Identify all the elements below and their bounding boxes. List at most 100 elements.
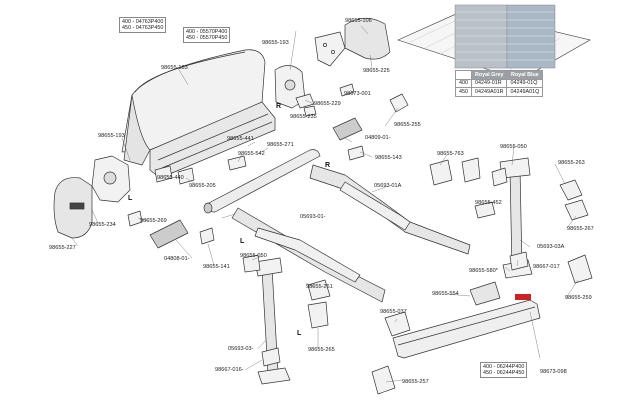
part-98655-143 — [347, 145, 365, 161]
table-row: 450 04249A01R 04249A01Q — [455, 87, 544, 97]
bracket-screw-2 — [331, 50, 335, 54]
part-98673-001 — [339, 83, 355, 97]
front-bar-groove — [397, 306, 536, 346]
table-row: 400 04249-01R 04249-01Q — [455, 78, 544, 88]
part-label: 98655-440 — [157, 175, 184, 181]
part-label: 98655-234 — [89, 222, 116, 228]
column-header: Royal Blue — [506, 70, 544, 80]
part-label: 98655-050 — [500, 144, 527, 150]
leader-lines — [71, 25, 579, 383]
right-top-cover — [344, 17, 391, 60]
roller-tube-end — [203, 202, 213, 214]
clip-98655-050b — [242, 254, 261, 273]
table-corner — [455, 70, 472, 80]
part-label: 98655-257 — [402, 379, 429, 385]
left-end-cover-logo — [69, 202, 85, 210]
swatch-stripes — [456, 11, 554, 61]
size-box-center: 400 - 05570P400 450 - 05570P450 — [183, 27, 231, 44]
table-cell-size: 400 — [455, 78, 472, 88]
clip-98655-554 — [469, 281, 501, 306]
clip-98655-257 — [371, 365, 396, 395]
part-label: 98655-106 — [345, 18, 372, 24]
front-cover-lip — [123, 94, 151, 166]
front-cover-housing — [121, 49, 266, 153]
size-line: 450 - 04763P450 — [122, 25, 164, 32]
front-cover-top-edge — [134, 51, 246, 93]
clip-98655-259 — [567, 254, 593, 284]
part-label: 98655-271 — [267, 142, 294, 148]
side-marker-right: R — [325, 162, 331, 169]
clip-98655-037 — [384, 311, 411, 337]
part-label: 98655-542 — [238, 151, 265, 157]
part-label: 98655-229 — [314, 101, 341, 107]
column-header: Royal Grey — [470, 70, 508, 80]
part-98655-141 — [199, 227, 215, 245]
clip-98655-265 — [307, 301, 329, 329]
part-label: 98655-452 — [475, 200, 502, 206]
part-label: 98655-227 — [49, 245, 76, 251]
part-label: 05693-01- — [300, 214, 326, 220]
part-label: 98655-263 — [558, 160, 585, 166]
size-line: 450 - 05570P450 — [186, 35, 228, 42]
table-cell: 04249-01Q — [506, 78, 544, 88]
part-label: 98667-016- — [215, 367, 244, 373]
part-label: 98655-143 — [375, 155, 402, 161]
part-label: 98667-017 — [533, 264, 560, 270]
clip-98655-050a — [491, 167, 508, 187]
left-arm-lower — [254, 227, 361, 283]
front-bar — [392, 299, 541, 359]
side-marker-right: R — [276, 103, 282, 110]
left-leg-head — [254, 257, 283, 277]
part-label: 98655-193 — [98, 133, 125, 139]
swatch-royal-grey — [454, 4, 508, 69]
swatch-royal-blue — [506, 4, 556, 69]
part-label: 98655-205 — [189, 183, 216, 189]
part-label: 98655-261 — [306, 284, 333, 290]
part-label: 98655-265 — [308, 347, 335, 353]
part-label: 98655-255 — [394, 122, 421, 128]
part-98667-017 — [509, 251, 529, 271]
part-label: 98655-183 — [161, 65, 188, 71]
part-label: 05693-01A — [374, 183, 402, 189]
part-label: 98655-554 — [432, 291, 459, 297]
part-label: 04808-01- — [164, 256, 190, 262]
bracket-screw-1 — [323, 43, 327, 47]
part-label: 98673-001 — [344, 91, 371, 97]
part-98655-205 — [177, 167, 195, 185]
right-top-bracket — [314, 31, 346, 67]
clip-98655-763b — [461, 157, 481, 183]
part-label: 05693-03- — [228, 346, 254, 352]
size-line: 400 - 04763P400 — [122, 19, 164, 25]
right-end-cap-hole — [284, 79, 296, 91]
part-label: 98673-098 — [540, 369, 567, 375]
part-label: 05693-03A — [537, 244, 565, 250]
size-box-bottom: 400 - 06244P400 450 - 06244P450 — [480, 362, 528, 379]
side-marker-left: L — [297, 330, 302, 337]
part-label: 98655-441 — [227, 136, 254, 142]
clip-98655-263 — [559, 179, 583, 201]
spring-cylinder-left — [149, 219, 189, 249]
table-cell: 04249-01R — [470, 78, 508, 88]
right-arm-lower — [339, 181, 411, 231]
part-label: 98655-225 — [363, 68, 390, 74]
clip-98655-267 — [564, 199, 589, 221]
fabric-part-table: Royal Grey Royal Blue 400 04249-01R 0424… — [455, 70, 544, 97]
part-label: 04809-01- — [365, 135, 391, 141]
size-line: 400 - 06244P400 — [483, 364, 525, 370]
inner-profile — [149, 101, 276, 179]
brand-logo — [515, 294, 531, 300]
part-label: 98655-141 — [203, 264, 230, 270]
table-cell: 04249A01R — [470, 87, 508, 97]
part-label: 98655-050 — [240, 253, 267, 259]
table-cell-size: 450 — [455, 87, 472, 97]
table-cell: 04249A01Q — [506, 87, 544, 97]
part-label: 98655-193 — [262, 40, 289, 46]
part-label: 98655-259 — [565, 295, 592, 301]
table-header-row: Royal Grey Royal Blue — [455, 70, 544, 80]
part-98655-235 — [303, 105, 317, 117]
clip-98655-261 — [307, 279, 331, 301]
part-label: 98655-580* — [469, 268, 498, 274]
size-line: 400 - 05570P400 — [186, 29, 228, 35]
